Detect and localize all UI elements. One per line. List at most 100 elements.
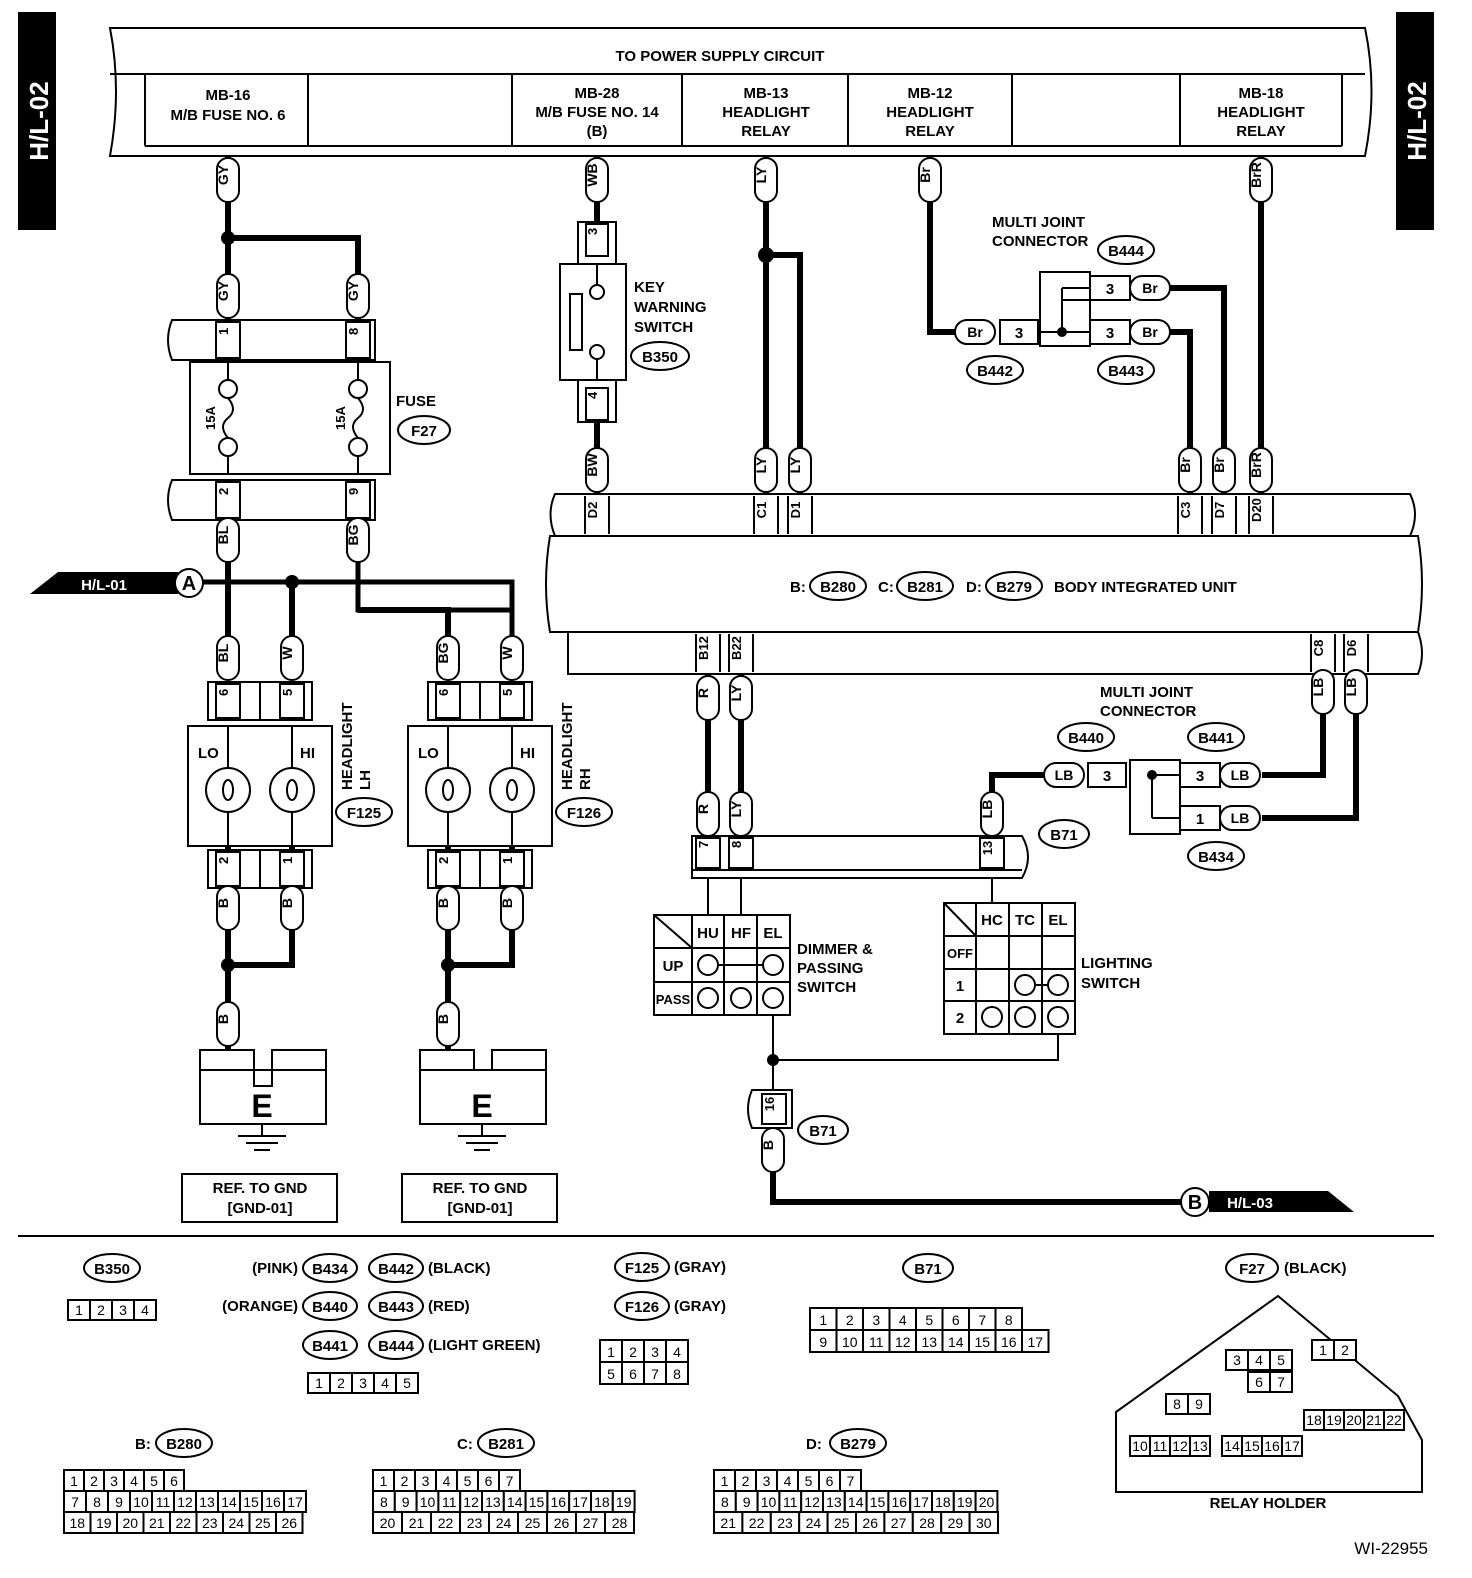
pin-number: 1	[75, 1302, 83, 1318]
mb28-label-3: (B)	[587, 123, 608, 140]
pin-number: 15	[243, 1494, 259, 1510]
fuse-pin-9: 9	[346, 488, 361, 495]
fuse-pin-1: 1	[216, 328, 231, 335]
pin-number: 13	[1192, 1438, 1208, 1454]
light-col-tc: TC	[1015, 912, 1035, 929]
legend-b350: B350	[94, 1261, 130, 1278]
wire-code-lb: LB	[1043, 762, 1085, 788]
wire-code-text: GY	[345, 280, 361, 301]
pin-number: 8	[380, 1494, 388, 1510]
page-tag-right: H/L-02	[1396, 12, 1434, 230]
fuse-pin-8: 8	[346, 328, 361, 335]
wire-code-text: LB	[1055, 767, 1074, 783]
pin-number: 22	[749, 1515, 765, 1531]
legend-gray-1: (GRAY)	[674, 1259, 726, 1276]
page-arrow-a: H/L-01 A	[30, 568, 204, 598]
mb12-label-2: HEADLIGHT	[886, 104, 974, 121]
wire-code-text: B	[215, 898, 231, 908]
light-label-2: SWITCH	[1081, 975, 1140, 992]
mb12-label-3: RELAY	[905, 123, 954, 140]
switch-wiring	[707, 878, 1059, 1090]
pin-number: 8	[721, 1494, 729, 1510]
legend-orange: (ORANGE)	[222, 1298, 298, 1315]
wire-code-br: Br	[917, 157, 942, 203]
pin-number: 4	[784, 1473, 792, 1489]
wire-code-text: B	[435, 1014, 451, 1024]
mj-b434: B434	[1198, 849, 1235, 866]
pin-number: 2	[742, 1473, 750, 1489]
wire-code-text: B	[760, 1140, 776, 1150]
pin-number: 9	[402, 1494, 410, 1510]
lh-id: F125	[347, 805, 381, 822]
wire-code-text: LB	[1231, 767, 1250, 783]
pin-number: 3	[119, 1302, 127, 1318]
wire-code-text: R	[695, 804, 711, 814]
dimmer-row-up: UP	[663, 958, 684, 975]
lh-pin-6: 6	[216, 689, 231, 696]
pin-number: 2	[401, 1473, 409, 1489]
wire-code-text: BG	[435, 642, 451, 663]
fuse-f27: 1 8 2 9 15A 15A FUSE F27	[167, 319, 451, 521]
mj-top-label-2: CONNECTOR	[992, 233, 1089, 250]
dimmer-label-3: SWITCH	[797, 979, 856, 996]
pin-number: 27	[891, 1515, 907, 1531]
wire-code-text: LY	[728, 684, 744, 701]
wire-code-text: W	[279, 646, 295, 660]
wire-code-lb: LB	[1310, 669, 1335, 715]
biu-pin-b22: B22	[729, 636, 744, 660]
pin-number: 23	[202, 1515, 218, 1531]
wire-code-gy: GY	[345, 273, 370, 319]
lighting-switch: HC TC EL OFF 1 2 LIGHTING SWITCH	[943, 902, 1153, 1035]
pin-number: 18	[1306, 1412, 1322, 1428]
rh-hi: HI	[520, 745, 535, 762]
legend-b280-prefix: B:	[135, 1436, 151, 1453]
pin-number: 17	[913, 1494, 929, 1510]
pin-number: 15	[974, 1334, 990, 1350]
pin-number: 10	[842, 1334, 858, 1350]
lh-label-1: HEADLIGHT	[339, 703, 356, 791]
wire-code-lb: LB	[979, 791, 1004, 837]
pin-number: 1	[607, 1344, 615, 1360]
wire-code-br: Br	[1177, 447, 1202, 493]
legend-b279: B279	[840, 1436, 876, 1453]
pin-number: 22	[438, 1515, 454, 1531]
wire-code-text: GY	[215, 164, 231, 185]
biu-pin-d7: D7	[1212, 502, 1227, 519]
pin-number: 11	[442, 1494, 457, 1510]
b71-id-top: B71	[1050, 827, 1078, 844]
power-supply-title: TO POWER SUPPLY CIRCUIT	[616, 48, 825, 65]
pin-number: 2	[90, 1473, 98, 1489]
pin-number: 14	[507, 1494, 523, 1510]
pin-number: 30	[976, 1515, 992, 1531]
pin-number: 22	[175, 1515, 191, 1531]
legend-gray-2: (GRAY)	[674, 1298, 726, 1315]
power-supply-bar: TO POWER SUPPLY CIRCUIT MB-16 M/B FUSE N…	[108, 27, 1373, 157]
b71-connector: 7 8 13 B71 16 B71	[691, 819, 1090, 1145]
pin-number: 1	[819, 1312, 827, 1328]
rh-pin-5: 5	[500, 689, 515, 696]
pin-number: 18	[935, 1494, 951, 1510]
b71-pin-7: 7	[696, 841, 711, 848]
pin-number: 7	[1277, 1374, 1285, 1390]
wire-code-text: Br	[1142, 324, 1158, 340]
wire-code-bl: BL	[215, 517, 240, 563]
splice-dot	[758, 247, 774, 263]
legend-f27-color: (BLACK)	[1284, 1260, 1346, 1277]
b71-pin-8: 8	[729, 841, 744, 848]
pin-number: 19	[957, 1494, 973, 1510]
doc-id: WI-22955	[1354, 1539, 1428, 1558]
splice-dot	[221, 231, 235, 245]
pin-number: 10	[133, 1494, 149, 1510]
biu-pin-d2: D2	[585, 502, 600, 519]
pin-number: 4	[443, 1473, 451, 1489]
wire-code-w: W	[499, 635, 524, 681]
wire-code-b: B	[760, 1127, 785, 1173]
mb13-label-3: RELAY	[741, 123, 790, 140]
pin-number: 3	[872, 1312, 880, 1328]
